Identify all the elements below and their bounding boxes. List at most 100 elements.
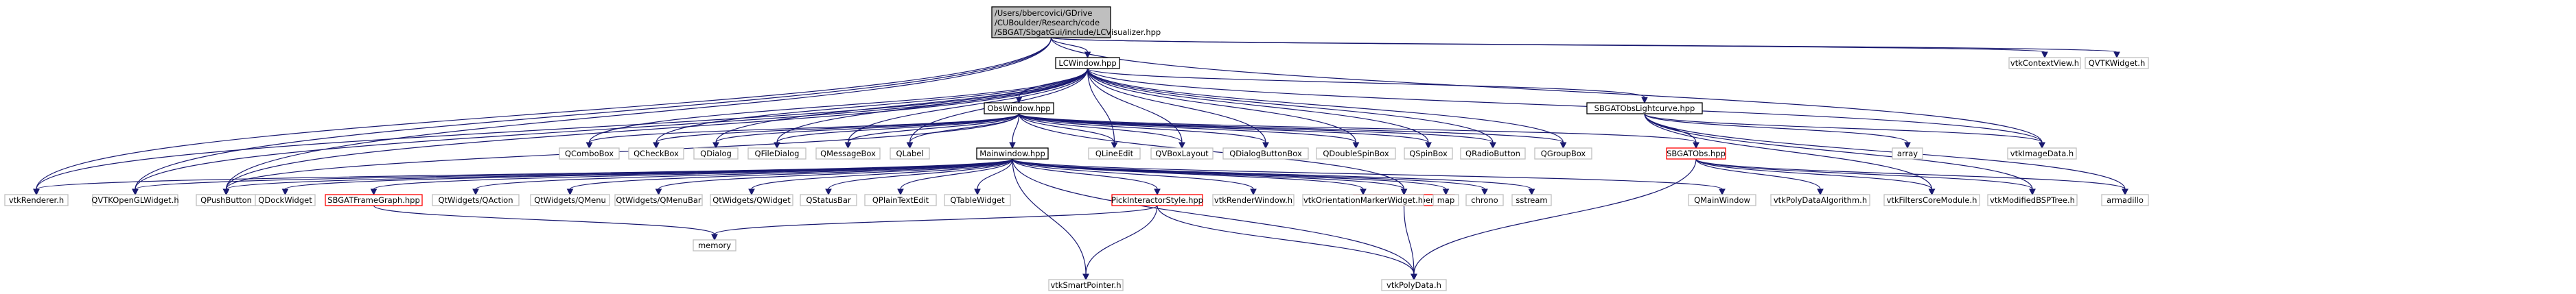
edge-arrowhead: [1082, 273, 1089, 281]
edge-arrowhead: [585, 142, 593, 149]
node-vtkpolydata[interactable]: vtkPolyData.h: [1381, 279, 1447, 291]
edge-lcwindow-to-vtkimagedata: [1087, 68, 2045, 149]
node-vtkorientation[interactable]: vtkOrientationMarkerWidget.h: [1302, 194, 1424, 206]
node-qtablewidget[interactable]: QTableWidget: [944, 194, 1011, 206]
node-qwidget[interactable]: QtWidgets/QWidget: [710, 194, 793, 206]
node-box: [1302, 194, 1424, 206]
node-map[interactable]: map: [1432, 194, 1459, 206]
node-qplaintextedit[interactable]: QPlainTextEdit: [864, 194, 937, 206]
edge-pickinteractor-to-memory: [711, 205, 1158, 241]
node-vtkmodifiedbsp[interactable]: vtkModifiedBSPTree.h: [1987, 194, 2078, 206]
edge-arrowhead: [774, 142, 780, 149]
node-pickinteractor[interactable]: PickInteractorStyle.hpp: [1111, 194, 1203, 206]
node-vtksmartpointer[interactable]: vtkSmartPointer.h: [1048, 279, 1124, 291]
edge-obswindow-to-qmessagebox: [844, 113, 1020, 149]
edge-line: [977, 158, 1013, 190]
node-box: [1534, 147, 1592, 160]
node-label: QPlainTextEdit: [872, 195, 929, 205]
node-label: vtkContextView.h: [2010, 58, 2079, 68]
edge-mainwindow-to-vtkpolydata: [1012, 158, 1417, 281]
edge-obswindow-to-qcheckbox: [653, 113, 1020, 149]
edge-line: [135, 37, 1052, 190]
node-qmessagebox[interactable]: QMessageBox: [815, 147, 881, 160]
node-qdialog[interactable]: QDialog: [693, 147, 739, 160]
node-label: vtkOrientationMarkerWidget.h: [1303, 195, 1423, 205]
node-qstatusbar[interactable]: QStatusBar: [800, 194, 857, 206]
edge-arrowhead: [2029, 188, 2036, 196]
edge-line: [828, 158, 1013, 190]
node-sbgatobs[interactable]: SBGATObs.hpp: [1666, 147, 1726, 160]
node-qmenu[interactable]: QtWidgets/QMenu: [530, 194, 610, 206]
edge-line: [1012, 158, 1533, 190]
node-armadillo[interactable]: armadillo: [2101, 194, 2149, 206]
node-qgroupbox[interactable]: QGroupBox: [1534, 147, 1592, 160]
node-label: QSpinBox: [1409, 149, 1448, 158]
edge-line: [475, 158, 1013, 190]
node-qvtkopengl[interactable]: QVTKOpenGLWidget.h: [91, 194, 179, 206]
node-array[interactable]: array: [1892, 147, 1923, 160]
node-box: [432, 194, 520, 206]
edge-line: [1085, 205, 1158, 275]
node-box: [614, 194, 703, 206]
node-label: QStatusBar: [806, 195, 851, 205]
node-lcwindow[interactable]: LCWindow.hpp: [1055, 57, 1120, 69]
edge-line: [1087, 68, 2043, 143]
node-sbgatframegraph[interactable]: SBGATFrameGraph.hpp: [325, 194, 423, 206]
node-qradiobutton[interactable]: QRadioButton: [1460, 147, 1526, 160]
node-qvboxlayout[interactable]: QVBoxLayout: [1150, 147, 1214, 160]
node-vtkimagedata[interactable]: vtkImageData.h: [2007, 147, 2077, 160]
edge-obswindow-to-qfiledialog: [774, 113, 1020, 149]
node-label: QVTKOpenGLWidget.h: [91, 195, 178, 205]
node-qfiledialog[interactable]: QFileDialog: [747, 147, 807, 160]
edge-arrowhead: [1817, 188, 1824, 196]
node-chrono[interactable]: chrono: [1465, 194, 1504, 206]
edge-sbgatobslc-to-array: [1644, 113, 1911, 149]
node-vtkfilterscore[interactable]: vtkFiltersCoreModule.h: [1883, 194, 1980, 206]
edge-line: [1644, 113, 2126, 190]
node-box: [1222, 147, 1309, 160]
node-vtkcontextview[interactable]: vtkContextView.h: [2008, 57, 2081, 69]
node-qmenubar[interactable]: QtWidgets/QMenuBar: [614, 194, 703, 206]
node-qaction[interactable]: QtWidgets/QAction: [432, 194, 520, 206]
edge-line: [1644, 113, 2043, 143]
node-vtkrenderer[interactable]: vtkRenderer.h: [4, 194, 69, 206]
edge-arrowhead: [2041, 51, 2048, 59]
node-qdoublespinbox[interactable]: QDoubleSpinBox: [1316, 147, 1396, 160]
edge-root-to-qvtkopengl: [132, 37, 1052, 196]
node-obswindow[interactable]: ObsWindow.hpp: [984, 102, 1054, 114]
node-qdialogbuttonbox[interactable]: QDialogButtonBox: [1222, 147, 1309, 160]
node-label: LCWindow.hpp: [1058, 58, 1116, 68]
edge-lcwindow-to-obswindow: [1015, 68, 1089, 104]
node-mainwindow[interactable]: Mainwindow.hpp: [976, 147, 1049, 160]
node-vtkpolydataalgorithm[interactable]: vtkPolyDataAlgorithm.h: [1770, 194, 1870, 206]
node-qpushbutton[interactable]: QPushButton: [196, 194, 257, 206]
edge-sbgatobs-to-vtkpolydata: [1411, 158, 1697, 281]
edge-arrowhead: [825, 188, 832, 196]
node-box: [628, 147, 684, 160]
node-box: [944, 194, 1011, 206]
node-qdockwidget[interactable]: QDockWidget: [255, 194, 316, 206]
node-qcombobox[interactable]: QComboBox: [559, 147, 620, 160]
edge-arrowhead: [566, 188, 574, 196]
node-qmainwindow[interactable]: QMainWindow: [1688, 194, 1756, 206]
node-label: QTableWidget: [950, 195, 1005, 205]
node-memory[interactable]: memory: [693, 239, 736, 252]
node-qvtkwidget[interactable]: QVTKWidget.h: [2085, 57, 2149, 69]
edge-line: [135, 68, 1089, 190]
node-vtkrenderwindow[interactable]: vtkRenderWindow.h: [1212, 194, 1295, 206]
edge-arrowhead: [1250, 188, 1257, 196]
node-label: vtkImageData.h: [2010, 149, 2074, 158]
node-sstream[interactable]: sstream: [1511, 194, 1552, 206]
node-box: [1465, 194, 1504, 206]
edge-line: [1050, 37, 2043, 143]
node-sbgatobslc[interactable]: SBGATObsLightcurve.hpp: [1586, 102, 1703, 114]
node-qlineedit[interactable]: QLineEdit: [1088, 147, 1141, 160]
node-qlabel[interactable]: QLabel: [890, 147, 930, 160]
node-qspinbox[interactable]: QSpinBox: [1404, 147, 1453, 160]
node-qcheckbox[interactable]: QCheckBox: [628, 147, 684, 160]
edge-sbgatobs-to-armadillo: [1695, 158, 2128, 196]
edge-line: [1695, 158, 1933, 190]
edge-line: [1018, 113, 1357, 143]
edge-line: [1012, 158, 1087, 275]
